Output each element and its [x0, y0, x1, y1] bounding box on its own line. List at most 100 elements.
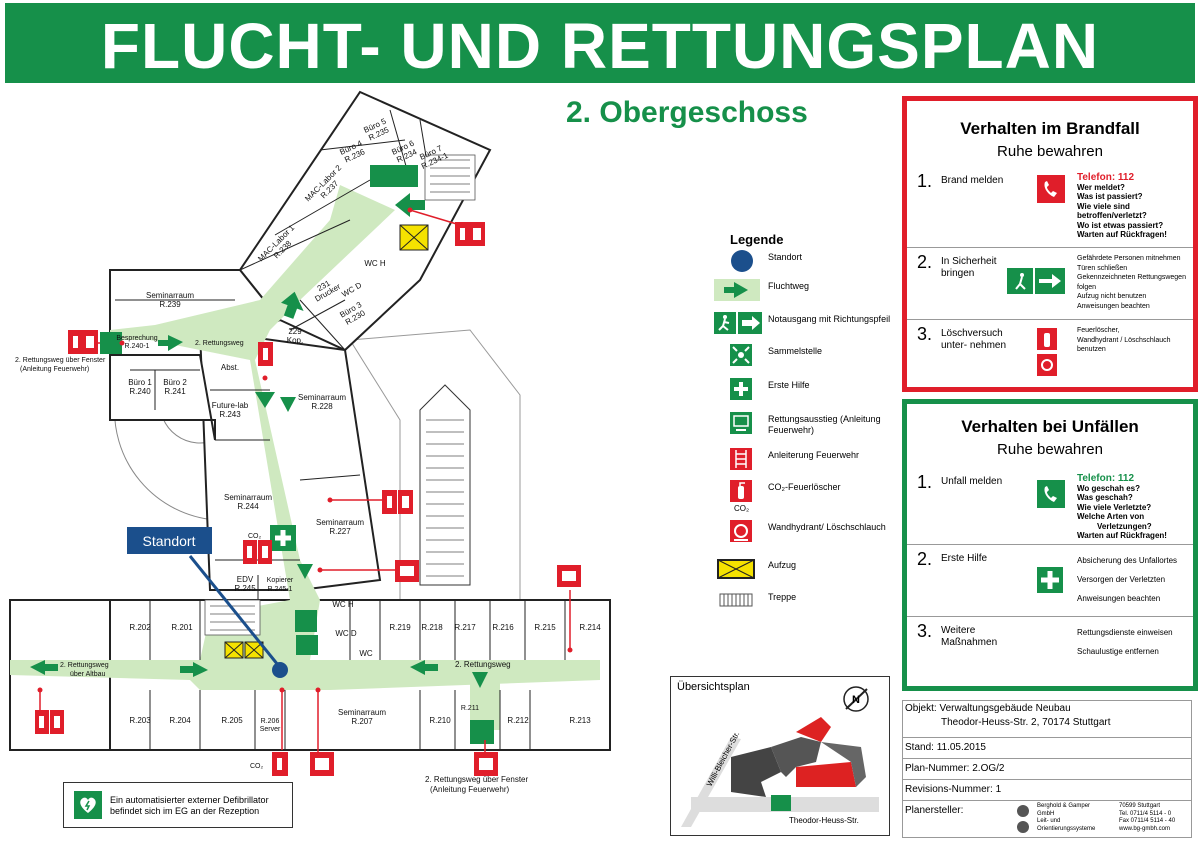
info-kontakt: 70599 Stuttgart Tel. 0711/4 5114 - 0 Fax… [1119, 803, 1176, 832]
floor-label: 2. Obergeschoss [566, 96, 808, 129]
overview-drawing: N Willi-Bleicher-Str. Theodor-Heuss-Str. [681, 686, 879, 827]
svg-text:R.205: R.205 [221, 716, 243, 725]
fluchtweg-arrow-icon [714, 279, 760, 301]
legend-item-fluchtweg: Fluchtweg [712, 277, 892, 307]
svg-text:R.214: R.214 [579, 623, 601, 632]
brandfall-step-2: 2. In Sicherheit bringen Gefährdete Pers… [907, 247, 1193, 320]
brandfall-subtitle: Ruhe bewahren [997, 143, 1103, 160]
svg-text:Abst.: Abst. [221, 363, 239, 372]
legend-title: Legende [730, 232, 784, 247]
telefon-icon [1037, 175, 1065, 203]
legend-item-anleiterung: Anleiterung Feuerwehr [712, 446, 892, 476]
erste-hilfe-icon [730, 378, 752, 400]
wing-west-low [109, 354, 216, 441]
erste-hilfe-icon [1037, 567, 1063, 593]
unfall-step-2: 2. Erste Hilfe Absicherung des Unfallort… [907, 544, 1193, 617]
standort-box [127, 527, 212, 554]
brandfall-box: Verhalten im Brandfall Ruhe bewahren 1. … [902, 96, 1198, 392]
aufzug-north [399, 224, 429, 251]
info-stand: Stand: 11.05.2015 [905, 742, 986, 753]
svg-text:R.202: R.202 [129, 623, 151, 632]
legend-item-standort: Standort [712, 248, 892, 278]
notausgang-icon [1007, 268, 1065, 294]
unfall-title: Verhalten bei Unfällen [961, 417, 1139, 436]
svg-text:R.219: R.219 [389, 623, 411, 632]
brandfall-title: Verhalten im Brandfall [960, 119, 1140, 138]
svg-text:CO₂: CO₂ [248, 533, 262, 540]
svg-text:2. Rettungsweg über Fenster(An: 2. Rettungsweg über Fenster(Anleitung Fe… [425, 775, 529, 794]
svg-text:2. Rettungsweg über Fenster(An: 2. Rettungsweg über Fenster(Anleitung Fe… [15, 357, 106, 373]
tower-stairs [426, 419, 464, 577]
standort-dot-icon [731, 250, 753, 272]
unfall-step-3: 3. Weitere Maßnahmen Rettungsdienste ein… [907, 616, 1193, 677]
svg-text:N: N [852, 694, 860, 706]
anleiterung-icon [730, 448, 752, 470]
svg-text:R.204: R.204 [169, 716, 191, 725]
standort-dot-icon [272, 662, 288, 678]
escape-path-south [470, 660, 500, 730]
unfall-box: Verhalten bei Unfällen Ruhe bewahren 1. … [902, 399, 1198, 691]
legend-item-notausgang: Notausgang mit Richtungspfeil [712, 310, 892, 340]
svg-text:Theodor-Heuss-Str.: Theodor-Heuss-Str. [789, 816, 859, 825]
legend-co2-sub: CO₂ [734, 504, 750, 513]
svg-text:R.201: R.201 [171, 623, 193, 632]
svg-text:WC H: WC H [332, 600, 354, 609]
legend-item-aufzug: Aufzug [712, 556, 892, 586]
rettungsausstieg-icon [730, 412, 752, 434]
header-banner: FLUCHT- UND RETTUNGSPLAN [5, 3, 1195, 83]
plan-title: FLUCHT- UND RETTUNGSPLAN [100, 10, 1100, 82]
feuerloescher-icon [730, 480, 752, 502]
legend-item-erste-hilfe: Erste Hilfe [712, 376, 892, 406]
escape-path-area [10, 185, 600, 690]
legend-item-sammelstelle: Sammelstelle [712, 342, 892, 372]
unfall-subtitle: Ruhe bewahren [997, 441, 1103, 458]
info-objekt: Objekt: Verwaltungsgebäude Neubau Theodo… [902, 700, 1192, 738]
fire-dots [37, 207, 573, 693]
svg-text:R.215: R.215 [534, 623, 556, 632]
brandfall-step-3: 3. Löschversuch unter- nehmen Feuerlösch… [907, 319, 1193, 382]
room-walls [115, 109, 566, 750]
svg-text:R.216: R.216 [492, 623, 514, 632]
svg-text:R.203: R.203 [129, 716, 151, 725]
notausgang-icon [714, 312, 762, 334]
brandfall-telefon: Telefon: 112 [1077, 172, 1135, 183]
svg-text:R.211: R.211 [461, 705, 479, 712]
svg-text:R.212: R.212 [507, 716, 529, 725]
svg-text:WC: WC [359, 649, 373, 658]
svg-text:2. Rettungsweg: 2. Rettungsweg [455, 660, 511, 669]
svg-text:CO₂: CO₂ [250, 763, 264, 770]
stairs-south [204, 599, 261, 636]
legend-item-feuerloescher: CO₂-Feuerlöscher CO₂ [712, 478, 892, 514]
telefon-icon [1037, 480, 1065, 508]
overview-map: Übersichtsplan N Willi-Bleicher-Str. The… [670, 676, 890, 836]
church-tower [419, 384, 471, 586]
unfall-step-1: 1. Unfall melden Telefon: 112 Wo geschah… [907, 468, 1193, 544]
sammelstelle-icon [730, 344, 752, 366]
standort-label: Standort [143, 533, 196, 549]
info-firma: Berghold & Gamper GmbH Leit- und Orienti… [1037, 803, 1096, 832]
stairs-north [424, 154, 476, 201]
unfall-telefon: Telefon: 112 [1077, 473, 1135, 484]
fire-sign-glyphs [39, 228, 576, 770]
floor-plan: Büro 5R.235 Büro 6R.234 Büro 7R.234-1 Bü… [9, 90, 611, 794]
notausgang-signs [100, 165, 494, 744]
svg-text:R.218: R.218 [421, 623, 443, 632]
svg-text:R.213: R.213 [569, 716, 591, 725]
route-labels: 2. Rettungsweg 2. Rettungsweg über Fenst… [15, 340, 529, 794]
svg-text:Büro 1R.240: Büro 1R.240 [128, 378, 152, 396]
legend-item-rettungsausstieg: Rettungsausstieg (Anleitung Feuerwehr) [712, 410, 892, 440]
svg-text:Büro 2R.241: Büro 2R.241 [163, 378, 187, 396]
brandfall-step-1: 1. Brand melden Telefon: 112 Wer meldet?… [907, 167, 1193, 247]
overview-title: Übersichtsplan [677, 681, 750, 693]
